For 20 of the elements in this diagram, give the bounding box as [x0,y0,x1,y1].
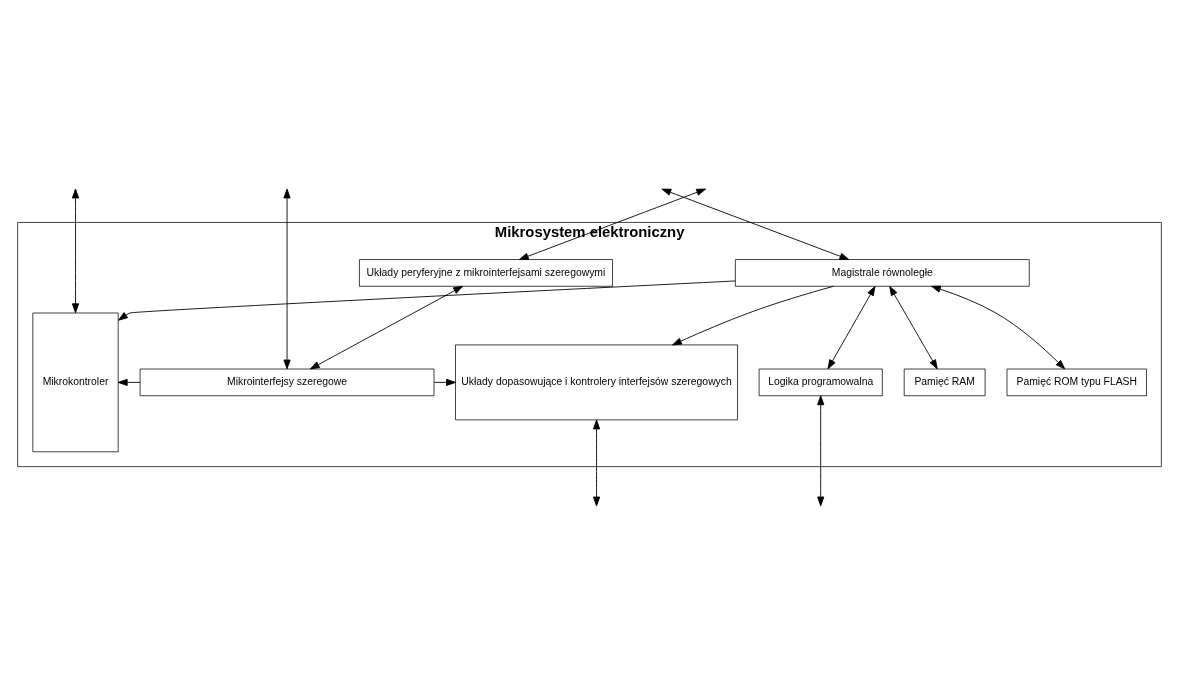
node-box: Układy peryferyjne z mikrointerfejsami szeregowymi [359,259,613,287]
arrow [433,378,456,386]
arrow [931,285,1066,370]
node-box: Magistrale równoległe [734,259,1030,287]
arrow [817,395,825,507]
arrow [827,286,876,370]
arrow [118,280,736,321]
arrow [672,285,834,346]
arrow [71,188,80,314]
arrow [117,378,141,386]
arrow [593,419,601,507]
node-box: Układy dopasowujące i kontrolery interfejsów szeregowych [455,344,738,421]
arrow [283,188,291,370]
node-box: Mikrointerfejsy szeregowe [139,368,435,397]
arrow [309,285,463,370]
node-box: Logika programowalna [758,368,883,397]
node-box: Pamięć RAM [903,368,986,397]
node-box: Mikrokontroler [32,312,119,453]
arrow [889,286,938,370]
node-box: Pamięć ROM typu FLASH [1006,368,1147,397]
